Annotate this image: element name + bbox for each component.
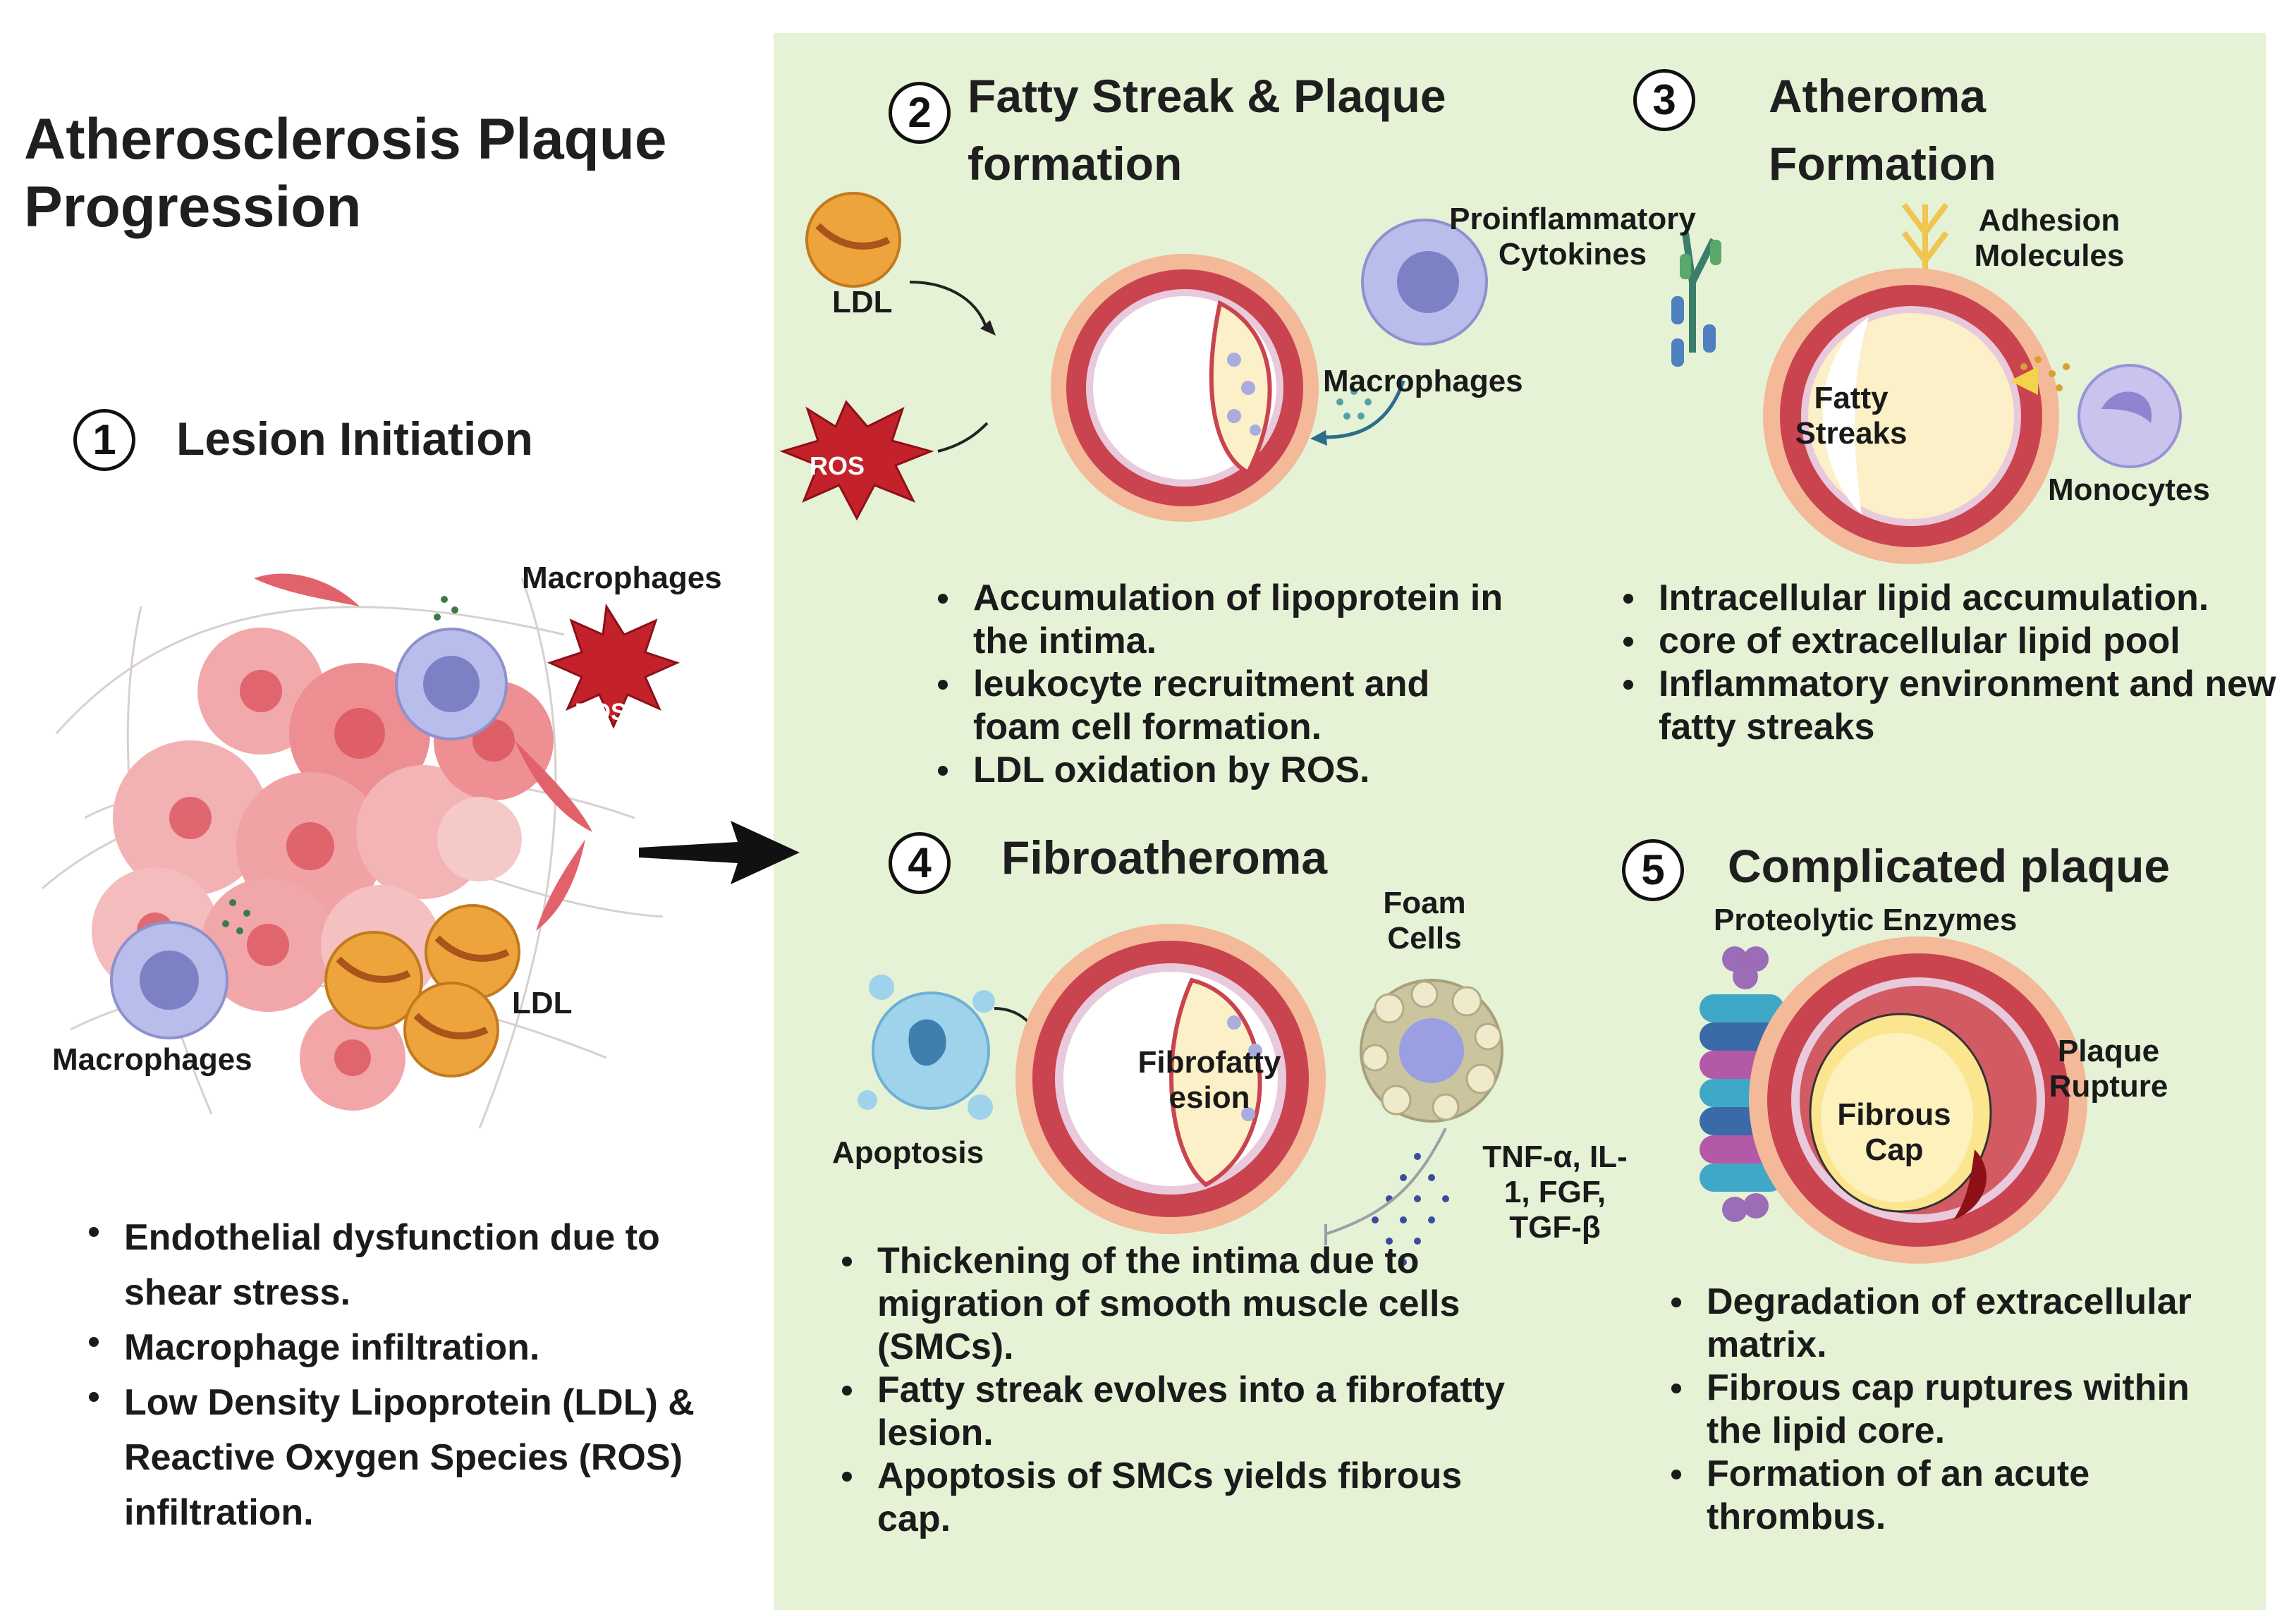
macrophage-icon xyxy=(110,921,228,1039)
bullet: Fibrous cap ruptures within the lipid co… xyxy=(1671,1367,2243,1453)
artery-cross-section xyxy=(1015,924,1326,1234)
ldl-particle-icon xyxy=(425,904,520,1000)
stage-5-number: 5 xyxy=(1622,839,1684,901)
stage-5-title: Complicated plaque xyxy=(1728,840,2171,892)
stage-2-macrophages-label: Macrophages xyxy=(1323,364,1523,398)
foam-cell-icon xyxy=(1360,979,1503,1123)
atheroma-artery-illustration xyxy=(1671,202,2182,564)
stage-5-enzymes-label: Proteolytic Enzymes xyxy=(1714,903,2018,937)
ldl-particle-icon xyxy=(403,982,499,1077)
bullet: LDL oxidation by ROS. xyxy=(938,749,1509,792)
stage-5-bullets: Degradation of extracellular matrix. Fib… xyxy=(1661,1281,2243,1539)
stage-2-bullets: Accumulation of lipoprotein in the intim… xyxy=(928,577,1509,792)
bullet: Low Density Lipoprotein (LDL) & Reactive… xyxy=(89,1375,759,1540)
ros-burst-icon xyxy=(547,603,681,729)
stage-1-bullets: Endothelial dysfunction due to shear str… xyxy=(79,1210,759,1540)
fibroatheroma-artery-illustration xyxy=(858,924,1503,1266)
ldl-particle-icon xyxy=(324,931,423,1030)
artery-cross-section xyxy=(1763,268,2059,564)
ldl-particle-icon xyxy=(805,192,901,288)
stage-1-number: 1 xyxy=(73,409,135,471)
stage-3-title: Atheroma Formation xyxy=(1769,70,1996,190)
smooth-muscle-cells xyxy=(254,573,592,931)
bullet: Accumulation of lipoprotein in the intim… xyxy=(938,577,1509,663)
apoptotic-cell-icon xyxy=(858,975,995,1120)
artery-cross-section xyxy=(1749,936,2087,1264)
bullet: Thickening of the intima due to migratio… xyxy=(842,1240,1512,1369)
bullet: Fatty streak evolves into a fibrofatty l… xyxy=(842,1369,1512,1455)
stage-3-monocytes-label: Monocytes xyxy=(2048,472,2210,507)
fatty-streak-artery-illustration xyxy=(779,192,1488,522)
ros-burst-icon xyxy=(779,400,934,521)
bullet: Degradation of extracellular matrix. xyxy=(1671,1281,2243,1367)
artery-cross-section xyxy=(1051,254,1319,522)
stage-2-ldl-label: LDL xyxy=(832,285,893,319)
monocyte-icon xyxy=(2077,364,2182,468)
complicated-plaque-illustration xyxy=(1700,936,2087,1264)
bullet: Endothelial dysfunction due to shear str… xyxy=(89,1210,759,1320)
stage-1-macrophages-top-label: Macrophages xyxy=(522,561,722,595)
stage-4-title: Fibroatheroma xyxy=(1001,831,1328,884)
stage-3-bullets: Intracellular lipid accumulation. core o… xyxy=(1613,577,2282,749)
macrophage-icon xyxy=(1361,219,1488,346)
stage-2-ros-label: ROS xyxy=(810,451,865,480)
stage-2-number: 2 xyxy=(889,82,951,144)
stage-1-ldl-label: LDL xyxy=(512,986,573,1020)
bullet: Apoptosis of SMCs yields fibrous cap. xyxy=(842,1455,1512,1541)
stage-3-number: 3 xyxy=(1633,69,1695,131)
tissue-cells xyxy=(92,628,554,1111)
stage-4-bullets: Thickening of the intima due to migratio… xyxy=(832,1240,1512,1541)
stage-4-foam-cells-label: Foam Cells xyxy=(1383,886,1466,956)
stage-2-title: Fatty Streak & Plaque formation xyxy=(968,70,1446,190)
bullet: core of extracellular lipid pool xyxy=(1623,620,2282,663)
stage-4-fibrofatty-label: Fibrofatty esion xyxy=(1137,1045,1281,1115)
progression-arrow-icon xyxy=(639,821,800,884)
bullet: Intracellular lipid accumulation. xyxy=(1623,577,2282,620)
stage-4-factors-label: TNF-α, IL-1, FGF, TGF-β xyxy=(1482,1140,1628,1245)
stage-1-title: Lesion Initiation xyxy=(176,413,533,465)
bullet: Macrophage infiltration. xyxy=(89,1320,759,1375)
stage-5-fibrous-cap-label: Fibrous Cap xyxy=(1837,1097,1951,1167)
lesion-initiation-illustration xyxy=(42,573,681,1129)
stage-1-ros-label: ROS xyxy=(575,699,627,726)
stage-1-macrophages-left-label: Macrophages xyxy=(52,1042,252,1077)
page-title: Atherosclerosis Plaque Progression xyxy=(24,107,667,239)
bullet: Formation of an acute thrombus. xyxy=(1671,1453,2243,1539)
macrophage-icon xyxy=(395,628,508,740)
stages-panel xyxy=(774,33,2266,1610)
stage-3-cytokines-label: Proinflammatory Cytokines xyxy=(1449,202,1696,271)
stage-4-apoptosis-label: Apoptosis xyxy=(832,1135,984,1170)
stage-3-fatty-streaks-label: Fatty Streaks xyxy=(1795,381,1908,451)
stage-5-rupture-label: Plaque Rupture xyxy=(2049,1034,2168,1104)
stage-3-adhesion-label: Adhesion Molecules xyxy=(1974,203,2125,273)
bullet: Inflammatory environment and new fatty s… xyxy=(1623,663,2282,749)
stage-4-number: 4 xyxy=(889,832,951,894)
bullet: leukocyte recruitment and foam cell form… xyxy=(938,663,1509,749)
